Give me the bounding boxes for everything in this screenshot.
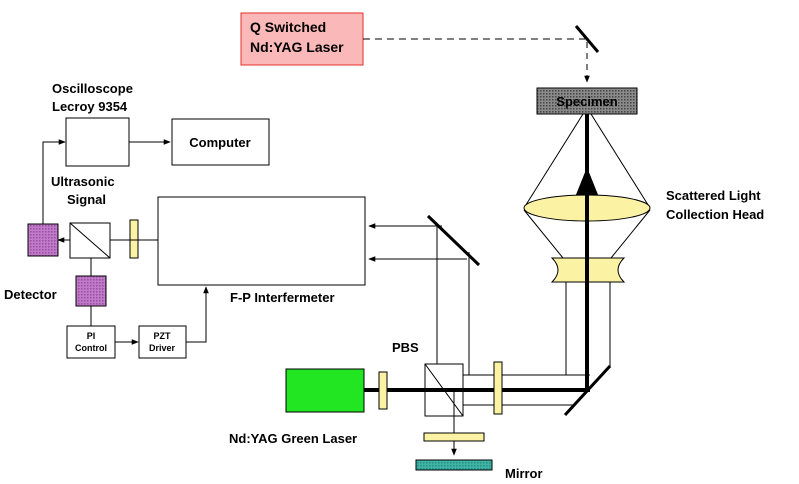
- computer-box: [171, 118, 270, 166]
- fp-interferometer-label: F-P Interfermeter: [230, 290, 335, 305]
- green-laser-box: [285, 368, 365, 413]
- output-waveplate: [129, 219, 139, 259]
- pi-control-box: [66, 325, 116, 359]
- q-switched-laser-box: [240, 12, 364, 66]
- fp-interferometer-box: [157, 196, 366, 286]
- pi-control-label-line2: Control: [75, 343, 107, 353]
- detector-beamsplitter-diagonal: [69, 222, 111, 259]
- pi-control-label-line1: PI: [87, 331, 96, 341]
- ultrasonic-signal-label-line1: Ultrasonic: [51, 174, 115, 189]
- feedback-detector: [75, 275, 107, 307]
- pzt-driver-box: [138, 325, 187, 359]
- collection-cone-right-upper: [590, 113, 651, 209]
- pbs-label: PBS: [392, 340, 419, 355]
- detector-label: Detector: [4, 287, 57, 302]
- scattered-light-label-line1: Scattered Light: [666, 188, 761, 203]
- q-laser-label-line2: Nd:YAG Laser: [250, 39, 344, 55]
- collection-cone-left-upper: [523, 113, 584, 209]
- ultrasonic-signal-label-line2: Signal: [67, 192, 106, 207]
- pzt-driver-label-line2: Driver: [149, 343, 176, 353]
- ultrasonic-detector: [27, 223, 59, 257]
- right-turning-mirror: [563, 364, 612, 417]
- pzt-to-fp: [186, 286, 209, 343]
- specimen-block: [536, 87, 638, 115]
- green-laser-label: Nd:YAG Green Laser: [229, 431, 357, 446]
- oscilloscope-box: [65, 117, 130, 167]
- oscilloscope-label-line1: Oscilloscope: [52, 81, 133, 96]
- reference-waveplate: [423, 432, 485, 442]
- pump-turning-mirror: [574, 25, 600, 53]
- specimen-label: Specimen: [556, 94, 617, 109]
- oscilloscope-label-line2: Lecroy 9354: [52, 99, 128, 114]
- pzt-driver-label-line1: PZT: [154, 331, 172, 341]
- waveplate-left: [378, 371, 388, 410]
- computer-label: Computer: [189, 135, 250, 150]
- q-laser-label-line1: Q Switched: [250, 19, 326, 35]
- waveplate-right: [493, 361, 503, 415]
- detector-to-oscilloscope: [42, 139, 66, 224]
- collection-cone-right-lower: [610, 209, 651, 259]
- mirror-label: Mirror: [505, 466, 543, 481]
- reference-mirror: [415, 459, 493, 471]
- collection-cone-left-lower: [523, 209, 564, 259]
- interferometer-turning-mirror: [426, 214, 481, 267]
- scattered-light-label-line2: Collection Head: [666, 207, 764, 222]
